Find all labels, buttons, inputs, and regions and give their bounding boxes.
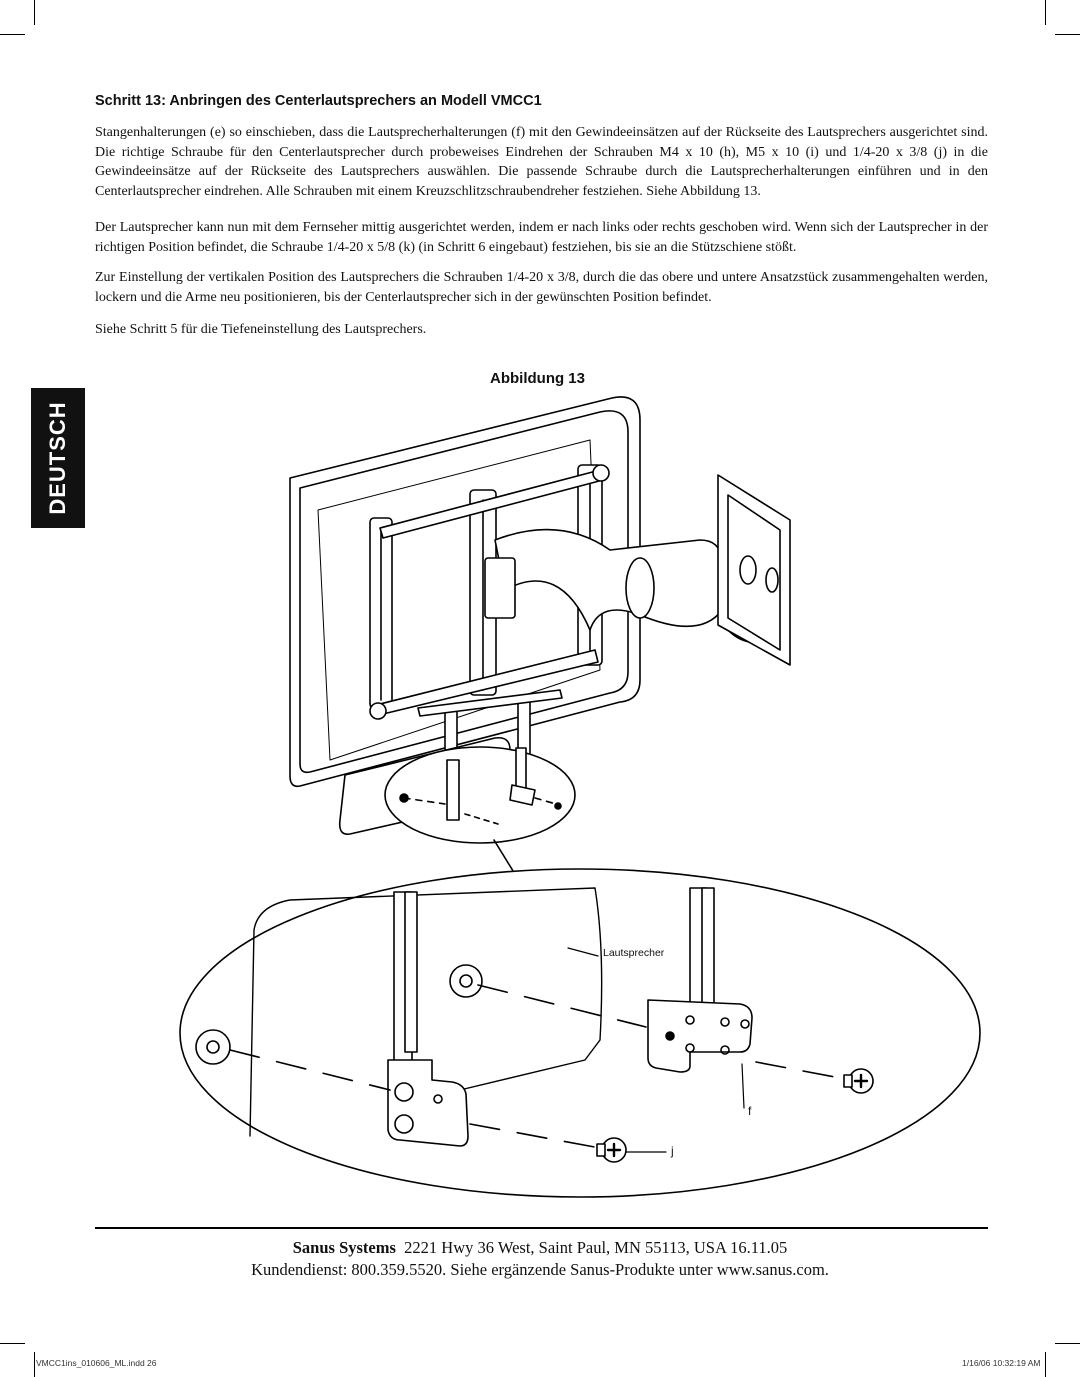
crop-mark xyxy=(1045,1352,1046,1377)
label-j: j xyxy=(671,1144,674,1158)
crop-mark xyxy=(0,1343,25,1344)
crop-mark xyxy=(1055,34,1080,35)
language-tab: DEUTSCH xyxy=(31,388,85,528)
crop-mark xyxy=(34,0,35,25)
step-heading: Schritt 13: Anbringen des Centerlautspre… xyxy=(95,93,542,109)
label-speaker: Lautsprecher xyxy=(603,947,665,959)
tv-rails xyxy=(369,464,610,720)
paragraph-1: Stangenhalterungen (e) so einschieben, d… xyxy=(95,125,988,199)
paragraph-4: Siehe Schritt 5 für die Tiefeneinstellun… xyxy=(95,322,427,337)
crop-mark xyxy=(0,34,25,35)
company-name: Sanus Systems xyxy=(292,1238,396,1257)
wall-plate xyxy=(717,474,791,666)
slug-filename: VMCC1ins_010606_ML.indd 26 xyxy=(36,1358,157,1368)
detail-ellipse-large xyxy=(179,868,981,1198)
paragraph-3: Zur Einstellung der vertikalen Position … xyxy=(95,270,988,305)
slug-timestamp: 1/16/06 10:32:19 AM xyxy=(962,1358,1041,1368)
crop-mark xyxy=(34,1352,35,1377)
label-f: f xyxy=(748,1104,752,1118)
company-address: 2221 Hwy 36 West, Saint Paul, MN 55113, … xyxy=(404,1238,788,1257)
crop-mark xyxy=(1055,1343,1080,1344)
crop-mark xyxy=(1045,0,1046,25)
customer-service-line: Kundendienst: 800.359.5520. Siehe ergänz… xyxy=(251,1260,829,1279)
footer-rule xyxy=(95,1227,988,1229)
detail-ellipse-small xyxy=(384,746,576,844)
figure-title: Abbildung 13 xyxy=(490,370,585,387)
paragraph-2: Der Lautsprecher kann nun mit dem Fernse… xyxy=(95,220,988,255)
footer-address-line: Sanus Systems 2221 Hwy 36 West, Saint Pa… xyxy=(0,1238,1080,1258)
